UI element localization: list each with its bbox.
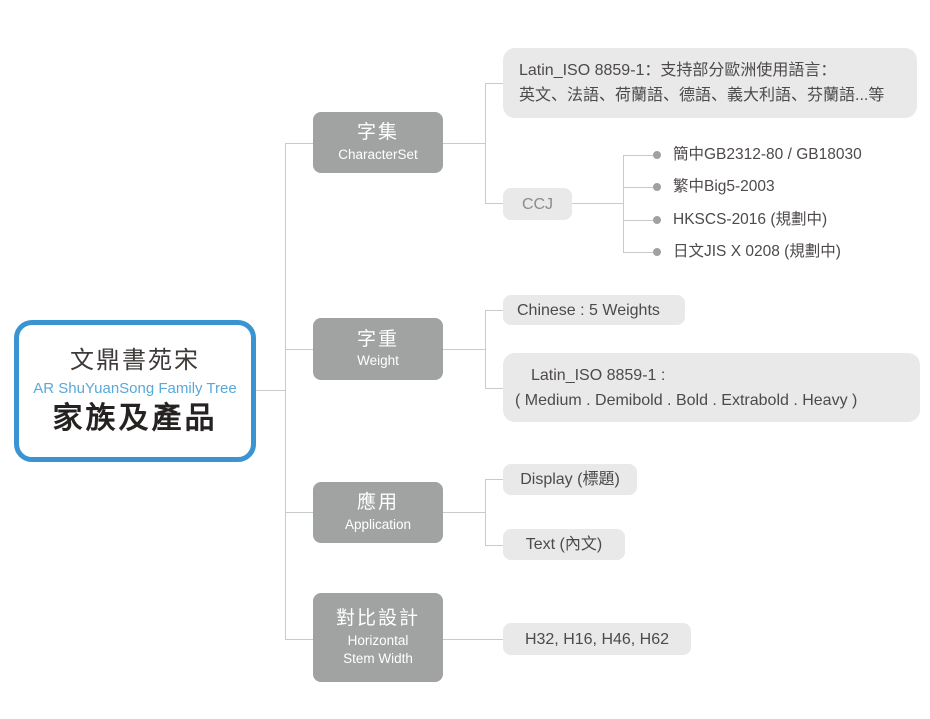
connector-application-out [443, 512, 485, 513]
connector-weight-latin [485, 388, 503, 389]
node-application-en: Application [344, 516, 412, 532]
node-stemwidth-en2: Stem Width [343, 650, 413, 666]
node-application: 應用 Application [313, 482, 443, 543]
node-characterset: 字集 CharacterSet [313, 112, 443, 173]
leaf-latin-weights: Latin_ISO 8859-1 : ( Medium . Demibold .… [503, 353, 920, 422]
leaf-ccj-label: CCJ [521, 195, 554, 213]
connector-application-bracket [485, 479, 486, 545]
ccj-item: HKSCS-2016 (規劃中) [673, 211, 828, 228]
connector-ccj-out [572, 203, 623, 204]
ccj-item: 繁中Big5-2003 [673, 178, 775, 195]
node-weight: 字重 Weight [313, 318, 443, 380]
connector-weight-chinese [485, 310, 503, 311]
leaf-chinese-weights-label: Chinese : 5 Weights [517, 301, 660, 319]
connector-ccj-item-4 [623, 252, 655, 253]
connector-ccj-item-1 [623, 155, 655, 156]
bullet-icon [653, 151, 661, 159]
leaf-stem-values-label: H32, H16, H46, H62 [524, 630, 670, 648]
leaf-chinese-weights: Chinese : 5 Weights [503, 295, 685, 325]
node-characterset-en: CharacterSet [338, 146, 418, 162]
leaf-latin-weights-line2: ( Medium . Demibold . Bold . Extrabold .… [515, 391, 858, 409]
bullet-icon [653, 183, 661, 191]
connector-branch-stemwidth [285, 639, 313, 640]
leaf-latin-charset-line2: 英文、法語、荷蘭語、德語、義大利語、芬蘭語...等 [519, 87, 885, 104]
ccj-item: 日文JIS X 0208 (規劃中) [673, 243, 841, 260]
node-characterset-zh: 字集 [356, 122, 399, 144]
ccj-item: 簡中GB2312-80 / GB18030 [673, 146, 862, 163]
connector-trunk [285, 143, 286, 639]
connector-weight-bracket [485, 310, 486, 388]
connector-charset-ccj [485, 203, 503, 204]
connector-application-display [485, 479, 503, 480]
root-heading: 家族及產品 [52, 401, 218, 435]
connector-application-text [485, 545, 503, 546]
connector-ccj-item-3 [623, 220, 655, 221]
leaf-latin-charset-line1: Latin_ISO 8859-1：支持部分歐洲使用語言： [519, 62, 837, 79]
connector-weight-out [443, 349, 485, 350]
bullet-icon [653, 248, 661, 256]
connector-branch-characterset [285, 143, 313, 144]
root-subtitle: AR ShuYuanSong Family Tree [33, 379, 237, 397]
connector-stemwidth-out [443, 639, 503, 640]
bullet-icon [653, 216, 661, 224]
root-node: 文鼎書苑宋 AR ShuYuanSong Family Tree 家族及產品 [14, 320, 256, 462]
node-weight-zh: 字重 [356, 328, 399, 350]
connector-charset-latin [485, 83, 503, 84]
leaf-display: Display (標題) [503, 464, 637, 495]
leaf-text-label: Text (內文) [525, 536, 603, 553]
connector-branch-application [285, 512, 313, 513]
node-stemwidth-zh: 對比設計 [335, 607, 420, 629]
connector-branch-weight [285, 349, 313, 350]
connector-root [256, 390, 285, 391]
leaf-stem-values: H32, H16, H46, H62 [503, 623, 691, 655]
node-stemwidth: 對比設計 Horizontal Stem Width [313, 593, 443, 682]
connector-charset-bracket [485, 83, 486, 203]
node-application-zh: 應用 [356, 492, 399, 514]
node-stemwidth-en1: Horizontal [347, 632, 409, 648]
node-weight-en: Weight [357, 353, 399, 369]
leaf-text: Text (內文) [503, 529, 625, 560]
leaf-display-label: Display (標題) [520, 471, 620, 488]
connector-charset-out [443, 143, 485, 144]
leaf-ccj: CCJ [503, 188, 572, 220]
root-title: 文鼎書苑宋 [70, 346, 200, 374]
connector-ccj-item-2 [623, 187, 655, 188]
leaf-latin-weights-line1: Latin_ISO 8859-1 : [531, 366, 666, 384]
leaf-latin-charset: Latin_ISO 8859-1：支持部分歐洲使用語言： 英文、法語、荷蘭語、德… [503, 48, 917, 118]
connector-ccj-bracket [623, 155, 624, 252]
